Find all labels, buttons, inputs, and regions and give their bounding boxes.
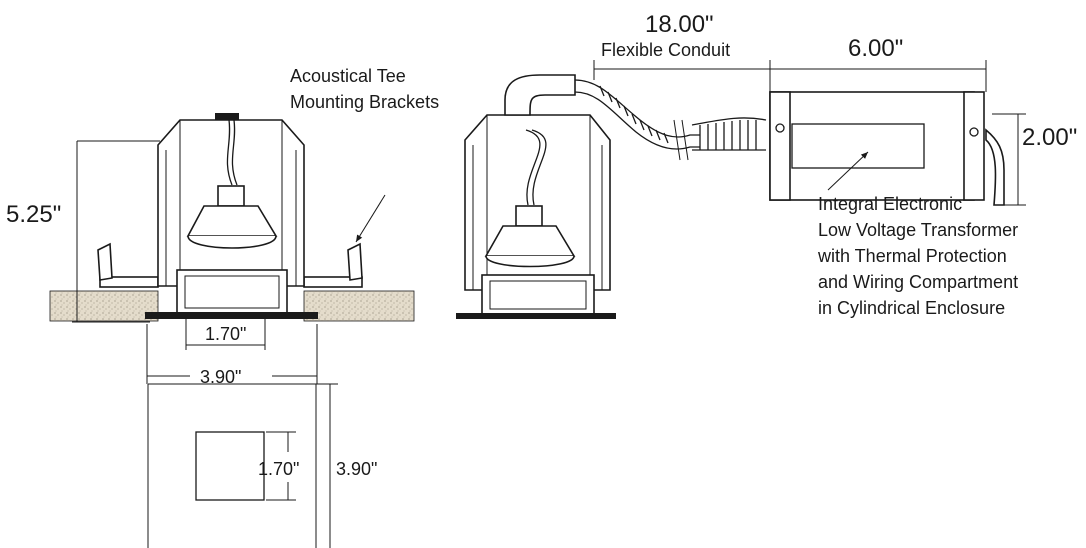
conduit-length-label: 18.00"	[645, 11, 714, 38]
flexible-conduit-label: Flexible Conduit	[601, 40, 730, 60]
trim-aperture-square	[195, 431, 265, 501]
housing-height-dimension: 5.25"	[6, 140, 160, 323]
transformer-label-line1: Integral Electronic	[818, 194, 962, 214]
bracket-label-line2: Mounting Brackets	[290, 92, 439, 112]
transformer-label-line4: and Wiring Compartment	[818, 272, 1018, 292]
transformer-length-label: 6.00"	[848, 35, 903, 62]
transformer-height-dimension: 2.00"	[992, 113, 1077, 206]
flexible-conduit	[574, 79, 767, 161]
transformer-label-line5: in Cylindrical Enclosure	[818, 298, 1005, 318]
bracket-label-line1: Acoustical Tee	[290, 66, 406, 86]
trim-width-label: 3.90"	[200, 367, 241, 387]
bracket-callout: Acoustical Tee Mounting Brackets	[290, 66, 439, 243]
aperture-width-label: 1.70"	[205, 324, 246, 344]
aperture-width-dimension: 1.70"	[185, 318, 266, 350]
trim-height-label: 3.90"	[336, 459, 377, 479]
trim-plan-view: 1.70" 3.90"	[147, 383, 377, 548]
trim-width-dimension: 3.90"	[146, 324, 318, 387]
transformer-enclosure	[769, 91, 1005, 206]
transformer-height-label: 2.00"	[1022, 124, 1077, 151]
conduit-length-dimension: 18.00" Flexible Conduit	[593, 11, 771, 95]
left-fixture-view	[49, 113, 415, 322]
ceiling-tile-right	[303, 290, 415, 322]
ceiling-tile-left	[49, 290, 159, 322]
transformer-label-line2: Low Voltage Transformer	[818, 220, 1018, 240]
housing-height-label: 5.25"	[6, 201, 61, 228]
transformer-callout: Integral Electronic Low Voltage Transfor…	[817, 151, 1018, 318]
transformer-label-line3: with Thermal Protection	[817, 246, 1007, 266]
transformer-length-dimension: 6.00"	[770, 35, 987, 92]
right-fixture-view	[456, 74, 1005, 319]
trim-square-label: 1.70"	[258, 459, 299, 479]
